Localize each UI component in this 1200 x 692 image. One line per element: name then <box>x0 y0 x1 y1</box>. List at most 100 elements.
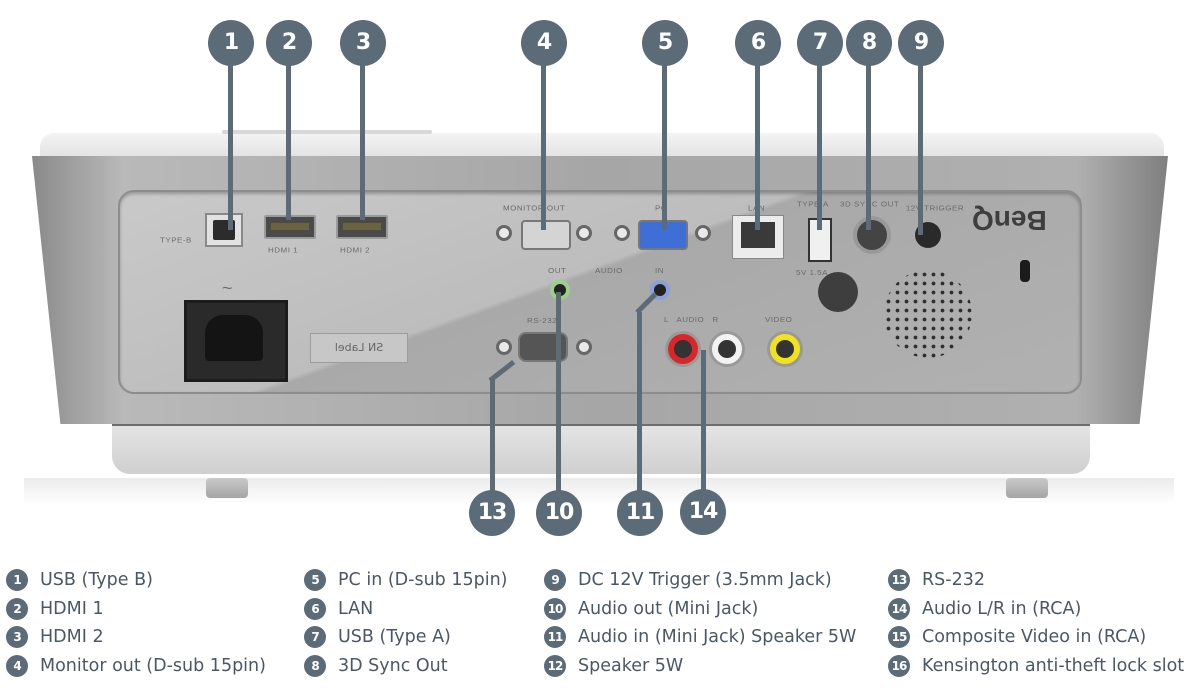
projector-base <box>112 424 1090 474</box>
usb-b-port <box>205 213 243 247</box>
callout-4-leader <box>541 60 546 230</box>
label-hdmi1: HDMI 1 <box>268 246 299 255</box>
legend-text: Audio in (Mini Jack) Speaker 5W <box>578 627 857 648</box>
callout-11-leader <box>637 312 642 494</box>
projector-top-ridge <box>222 130 432 134</box>
legend-number: 12 <box>544 654 566 677</box>
legend-number: 5 <box>304 569 326 592</box>
callout-6: 6 <box>735 20 781 66</box>
monitor-out-screw-left <box>496 225 512 241</box>
legend-number: 15 <box>888 626 910 649</box>
rca-video-jack <box>770 334 800 364</box>
legend-number: 7 <box>304 626 326 649</box>
callout-10-leader <box>556 292 561 492</box>
callout-9: 9 <box>898 20 944 66</box>
kensington-lock-slot <box>1020 260 1030 282</box>
legend-text: LAN <box>338 598 374 619</box>
legend-text: DC 12V Trigger (3.5mm Jack) <box>578 570 832 591</box>
callout-1: 1 <box>208 20 254 66</box>
legend-item: 11 Audio in (Mini Jack) Speaker 5W <box>544 623 856 652</box>
projector-base-seam <box>112 422 1090 426</box>
callout-3-leader <box>360 60 365 220</box>
legend-text: USB (Type B) <box>40 570 153 591</box>
label-rca-video: VIDEO <box>765 315 793 324</box>
label-usb-a: TYPE-A <box>797 200 829 209</box>
callout-2-leader <box>286 60 291 220</box>
legend-number: 1 <box>6 569 28 592</box>
ir-sensor <box>818 272 858 312</box>
callout-13: 13 <box>469 490 515 536</box>
legend-text: 3D Sync Out <box>338 655 448 676</box>
legend-text: Audio L/R in (RCA) <box>922 598 1082 619</box>
legend-item: 12 Speaker 5W <box>544 652 856 681</box>
legend-number: 14 <box>888 597 910 620</box>
callout-2: 2 <box>266 20 312 66</box>
legend-number: 6 <box>304 597 326 620</box>
label-hdmi2: HDMI 2 <box>340 246 371 255</box>
label-audio-in: IN <box>655 266 664 275</box>
legend-number: 4 <box>6 654 28 677</box>
legend-item: 7 USB (Type A) <box>304 623 508 652</box>
legend-item: 6 LAN <box>304 595 508 624</box>
legend-number: 13 <box>888 569 910 592</box>
floor-shadow <box>24 478 1174 504</box>
label-usb-a-power: 5V 1.5A <box>796 268 828 277</box>
ac-symbol: ~ <box>222 279 234 298</box>
rca-audio-right-jack <box>712 334 742 364</box>
label-pc: PC <box>655 204 667 212</box>
callout-11: 11 <box>617 490 663 536</box>
rca-audio-left-jack <box>668 334 698 364</box>
legend-number: 2 <box>6 597 28 620</box>
callout-7: 7 <box>797 20 843 66</box>
rs232-screw-left <box>496 339 512 355</box>
legend-number: 16 <box>888 654 910 677</box>
callout-14-leader <box>701 350 706 492</box>
legend-text: USB (Type A) <box>338 627 451 648</box>
label-rs232: RS-232 <box>527 316 558 325</box>
callout-7-leader <box>817 60 822 230</box>
callout-1-leader <box>228 60 233 230</box>
callout-10: 10 <box>536 490 582 536</box>
legend-number: 9 <box>544 569 566 592</box>
label-audio-out: OUT <box>548 266 567 275</box>
callout-9-leader <box>918 60 923 235</box>
legend-item: 15 Composite Video in (RCA) <box>888 623 1184 652</box>
label-trigger: 12V TRIGGER <box>905 204 965 213</box>
label-usb-b: TYPE-B <box>160 236 192 245</box>
callout-6-leader <box>755 60 760 230</box>
callout-13-leader <box>490 380 495 495</box>
legend-text: HDMI 1 <box>40 598 104 619</box>
callout-8-leader <box>866 60 871 230</box>
serial-number-label: SN Label <box>310 333 408 363</box>
legend-text: Monitor out (D-sub 15pin) <box>40 655 266 676</box>
legend-item: 4 Monitor out (D-sub 15pin) <box>6 652 266 681</box>
right-foot <box>1006 478 1048 498</box>
callout-8: 8 <box>846 20 892 66</box>
legend-number: 10 <box>544 597 566 620</box>
legend-text: Composite Video in (RCA) <box>922 627 1147 648</box>
legend-item: 14 Audio L/R in (RCA) <box>888 595 1184 624</box>
legend-item: 2 HDMI 1 <box>6 595 266 624</box>
legend-number: 11 <box>544 626 566 649</box>
label-rca-audio: L AUDIO R <box>664 315 719 324</box>
callout-4: 4 <box>521 20 567 66</box>
left-foot <box>206 478 248 498</box>
callout-3: 3 <box>340 20 386 66</box>
monitor-out-port <box>521 220 571 250</box>
3d-sync-out-port <box>853 216 891 254</box>
monitor-out-screw-right <box>576 225 592 241</box>
brand-logo: BenQ <box>972 205 1047 236</box>
legend-text: Speaker 5W <box>578 655 684 676</box>
label-audio: AUDIO <box>595 266 623 275</box>
